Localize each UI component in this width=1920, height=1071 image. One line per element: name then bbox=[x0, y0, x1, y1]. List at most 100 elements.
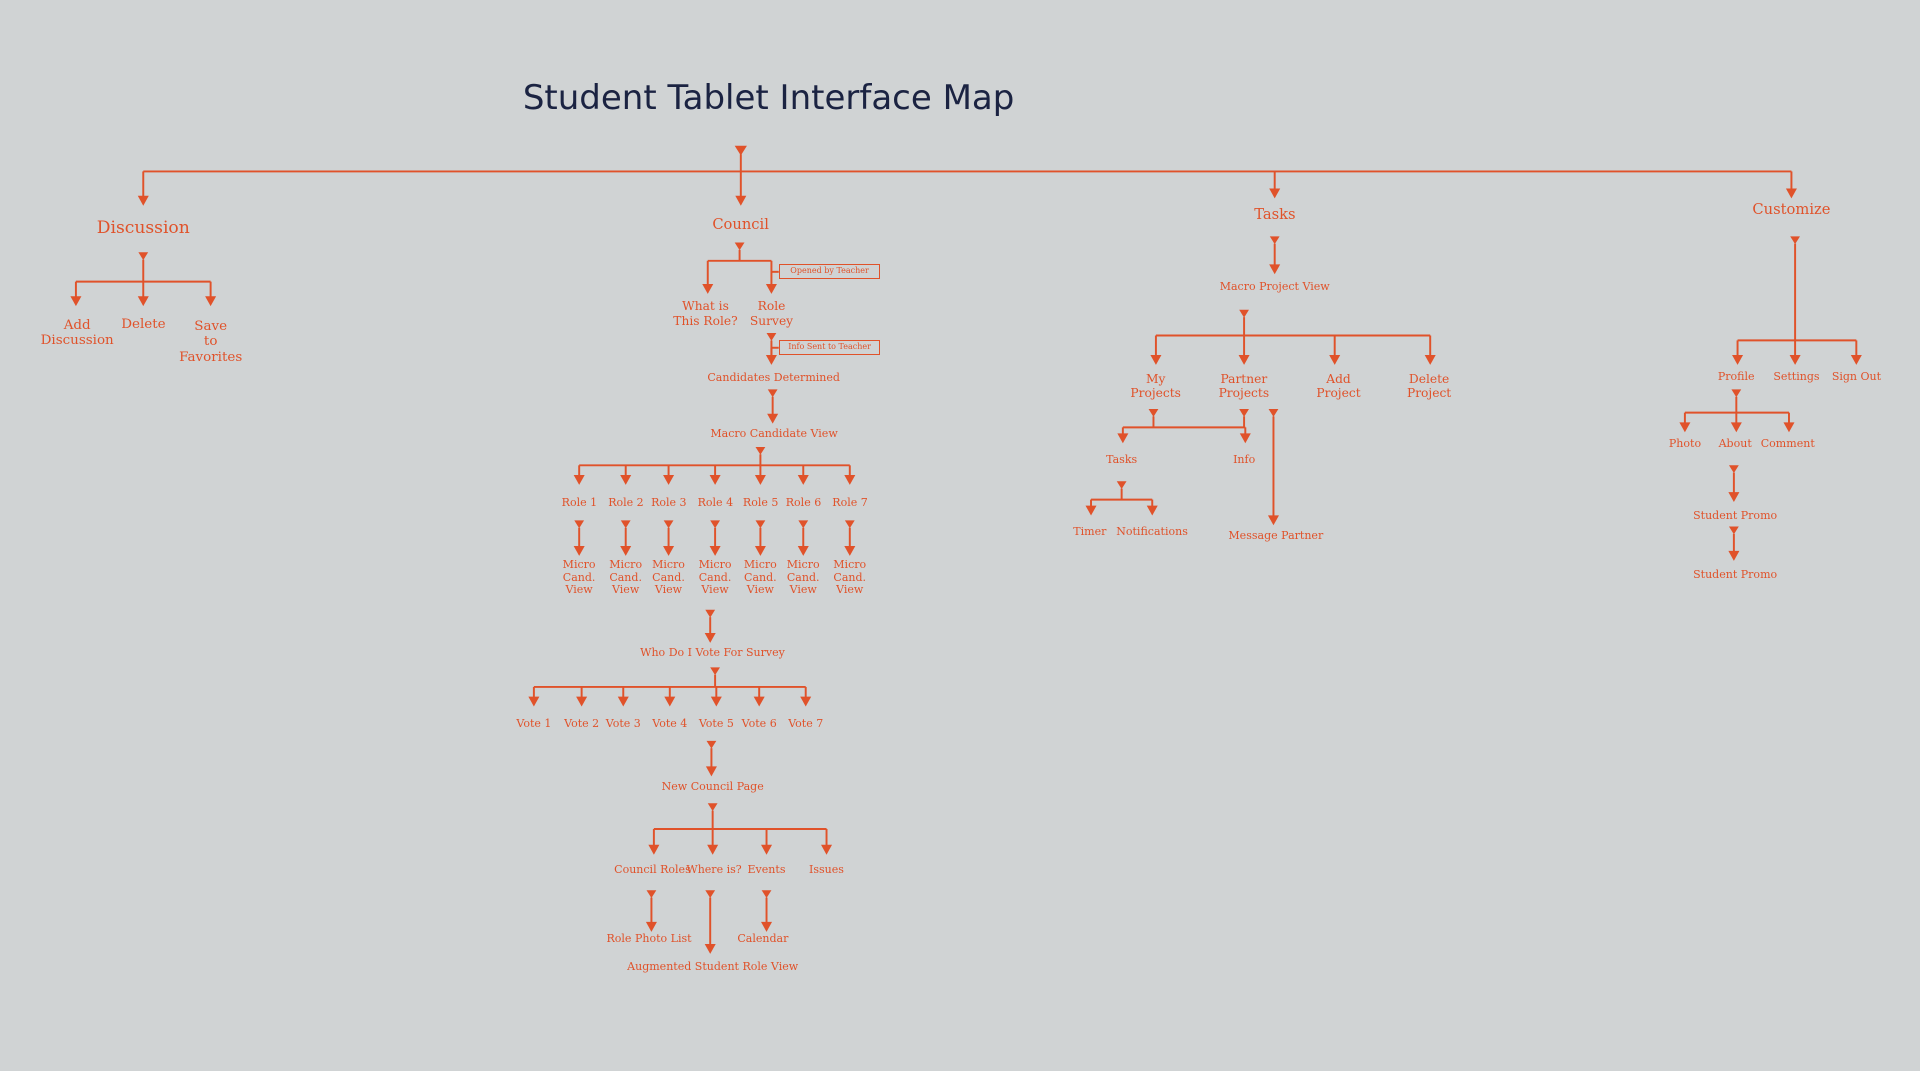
node-role-photo-list: Role Photo List bbox=[606, 931, 692, 945]
junction-marker-icon bbox=[705, 609, 716, 618]
arrowhead-icon bbox=[797, 474, 809, 485]
arrowhead-icon bbox=[617, 696, 629, 707]
node-events: Events bbox=[747, 863, 786, 877]
node-macro-project-view: Macro Project View bbox=[1219, 280, 1330, 294]
arrowhead-icon bbox=[702, 283, 714, 294]
note-opened-by-teacher: Opened by Teacher bbox=[778, 264, 881, 280]
node-candidates-determined: Candidates Determined bbox=[707, 370, 840, 384]
node-settings: Settings bbox=[1773, 369, 1820, 383]
node-where-is: Where is? bbox=[686, 863, 742, 877]
arrowhead-icon bbox=[576, 696, 588, 707]
node-micro-cand-view: Micro Cand. View bbox=[562, 557, 596, 597]
arrowhead-icon bbox=[1117, 433, 1129, 444]
arrowhead-icon bbox=[710, 696, 722, 707]
junction-marker-icon bbox=[1239, 408, 1249, 417]
node-who-do-i-vote: Who Do I Vote For Survey bbox=[640, 646, 785, 660]
junction-marker-icon bbox=[646, 890, 657, 899]
note-info-sent-teacher: Info Sent to Teacher bbox=[778, 340, 881, 356]
arrowhead-icon bbox=[1267, 515, 1279, 526]
node-my-projects: My Projects bbox=[1130, 371, 1181, 400]
junction-marker-icon bbox=[766, 333, 777, 341]
arrowhead-icon bbox=[704, 943, 716, 954]
arrowhead-icon bbox=[573, 546, 585, 556]
arrowhead-icon bbox=[1679, 422, 1691, 433]
arrowhead-icon bbox=[754, 474, 766, 485]
arrowhead-icon bbox=[1789, 354, 1801, 365]
junction-marker-icon bbox=[761, 890, 772, 899]
node-vote-7: Vote 7 bbox=[788, 717, 824, 731]
node-role-survey: Role Survey bbox=[749, 299, 794, 328]
junction-marker-icon bbox=[1728, 465, 1739, 474]
node-about: About bbox=[1718, 436, 1752, 450]
junction-marker-icon bbox=[663, 520, 674, 529]
junction-marker-icon bbox=[707, 803, 718, 812]
node-add-project: Add Project bbox=[1316, 371, 1361, 400]
arrowhead-icon bbox=[1146, 505, 1158, 516]
node-council-roles: Council Roles bbox=[614, 863, 691, 877]
arrowhead-icon bbox=[761, 921, 773, 932]
node-vote-1: Vote 1 bbox=[516, 717, 552, 731]
arrowhead-icon bbox=[1329, 354, 1341, 365]
node-student-promo-1: Student Promo bbox=[1693, 509, 1778, 523]
node-issues: Issues bbox=[809, 863, 844, 877]
junction-marker-icon bbox=[844, 520, 855, 529]
arrowhead-icon bbox=[844, 474, 856, 485]
node-partner-projects: Partner Projects bbox=[1218, 371, 1270, 400]
node-student-promo-2: Student Promo bbox=[1693, 568, 1778, 581]
junction-marker-icon bbox=[1790, 236, 1800, 245]
junction-marker-icon bbox=[706, 740, 717, 749]
arrowhead-icon bbox=[620, 474, 632, 485]
node-timer: Timer bbox=[1073, 525, 1107, 539]
node-discussion: Discussion bbox=[96, 217, 190, 238]
node-vote-6: Vote 6 bbox=[741, 717, 777, 731]
arrowhead-icon bbox=[648, 844, 660, 855]
arrowhead-icon bbox=[205, 296, 217, 307]
arrowhead-icon bbox=[664, 696, 676, 707]
junction-marker-icon bbox=[1116, 481, 1127, 490]
arrowhead-icon bbox=[1785, 188, 1797, 199]
arrowhead-icon bbox=[70, 296, 82, 307]
arrowhead-icon bbox=[1730, 422, 1742, 433]
arrowhead-icon bbox=[663, 546, 675, 556]
node-add-discussion: Add Discussion bbox=[40, 317, 114, 349]
arrowhead-icon bbox=[797, 546, 809, 556]
arrowhead-icon bbox=[1783, 422, 1795, 433]
node-role-1: Role 1 bbox=[561, 495, 598, 509]
node-micro-cand-view: Micro Cand. View bbox=[743, 557, 777, 597]
arrowhead-icon bbox=[844, 546, 856, 556]
node-info: Info bbox=[1233, 452, 1256, 466]
arrowhead-icon bbox=[1269, 264, 1281, 275]
arrowhead-icon bbox=[137, 195, 149, 206]
node-role-6: Role 6 bbox=[785, 495, 822, 509]
arrowhead-icon bbox=[707, 844, 719, 855]
node-delete: Delete bbox=[121, 316, 166, 332]
arrowhead-icon bbox=[137, 296, 149, 307]
arrowhead-icon bbox=[800, 696, 812, 707]
junction-marker-icon bbox=[755, 520, 766, 529]
junction-marker-icon bbox=[710, 667, 720, 676]
arrowhead-icon bbox=[735, 195, 747, 206]
arrowhead-icon bbox=[754, 546, 766, 556]
arrowhead-icon bbox=[709, 546, 721, 556]
arrowhead-icon bbox=[1732, 354, 1744, 365]
junction-marker-icon bbox=[1268, 408, 1279, 417]
node-sign-out: Sign Out bbox=[1831, 369, 1882, 383]
node-vote-2: Vote 2 bbox=[564, 717, 600, 731]
arrowhead-icon bbox=[821, 844, 833, 855]
node-new-council-page: New Council Page bbox=[661, 779, 764, 793]
node-micro-cand-view: Micro Cand. View bbox=[786, 557, 820, 597]
node-tasks-sub: Tasks bbox=[1106, 452, 1138, 466]
arrowhead-icon bbox=[753, 696, 765, 707]
arrowhead-icon bbox=[645, 921, 657, 932]
node-profile: Profile bbox=[1717, 369, 1755, 383]
node-micro-cand-view: Micro Cand. View bbox=[833, 557, 867, 597]
arrowhead-icon bbox=[1239, 433, 1251, 444]
node-comment: Comment bbox=[1760, 436, 1815, 450]
node-role-4: Role 4 bbox=[697, 495, 734, 509]
node-role-2: Role 2 bbox=[608, 495, 644, 509]
arrowhead-icon bbox=[705, 766, 717, 777]
arrowhead-icon bbox=[573, 474, 585, 485]
junction-marker-icon bbox=[767, 389, 778, 398]
junction-marker-icon bbox=[1728, 526, 1739, 535]
